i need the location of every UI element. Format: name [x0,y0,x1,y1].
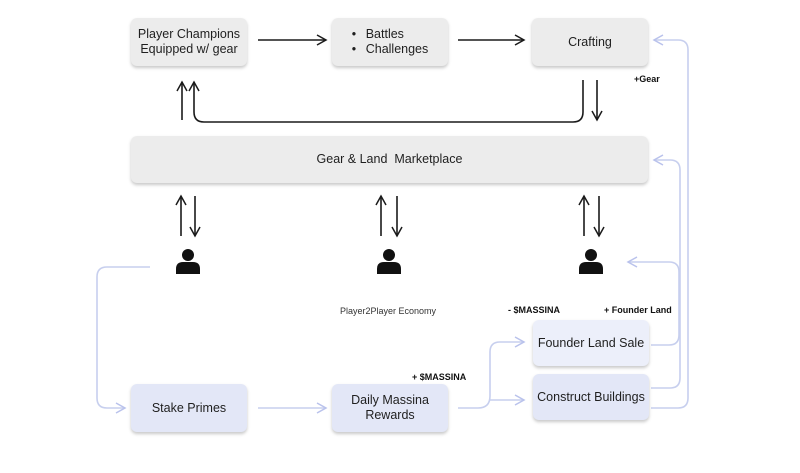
marketplace-box: Gear & Land Marketplace [131,136,648,183]
person-icon [579,249,603,274]
person-icon [377,249,401,274]
daily-rewards-line-1: Daily Massina [351,393,429,407]
arrow-founder-to-player3 [626,256,680,346]
daily-rewards-line-2: Rewards [365,408,415,422]
founder-land-label: + Founder Land [604,305,672,315]
arrow-construct-to-marketplace [651,154,681,389]
player-champions-line-1: Player Champions [137,27,241,41]
p2p-economy-label: Player2Player Economy [340,306,437,316]
person-icon [176,249,200,274]
marketplace-label: Gear & Land Marketplace [316,152,463,166]
minus-massina-label: - $MASSINA [508,305,561,315]
construct-buildings-label: Construct Buildings [537,389,645,404]
stake-primes-label: Stake Primes [151,400,227,415]
construct-buildings-box: Construct Buildings [533,374,649,420]
founder-land-sale-box: Founder Land Sale [533,320,649,366]
plus-massina-label: + $MASSINA [412,372,467,382]
player-champions-box: Player Champions Equipped w/ gear [131,18,247,66]
player-champions-line-2: Equipped w/ gear [140,42,238,56]
stake-primes-box: Stake Primes [131,384,247,432]
crafting-label: Crafting [568,34,612,49]
crafting-box: Crafting [532,18,648,66]
founder-land-sale-label: Founder Land Sale [537,335,645,350]
arrow-player1-to-stake [96,266,150,414]
challenges-item: Challenges [352,42,429,57]
daily-rewards-box: Daily Massina Rewards [332,384,448,432]
battles-item: Battles [352,27,429,42]
gear-label: +Gear [634,74,660,84]
battles-box: Battles Challenges [332,18,448,66]
arrow-construct-to-crafting [651,34,689,409]
arrow-crafting-to-champions [188,80,584,123]
arrow-rewards-to-founder [458,336,526,409]
